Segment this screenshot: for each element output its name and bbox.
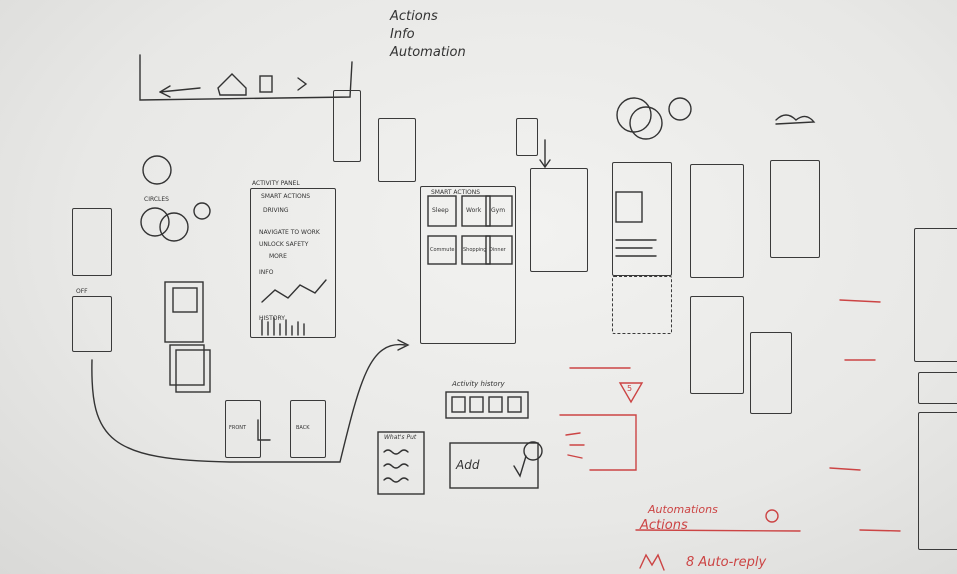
activity-panel-header: ACTIVITY PANEL xyxy=(252,180,300,187)
top-note-actions: Actions xyxy=(390,9,438,24)
red-note-autoreply: 8 Auto-reply xyxy=(686,555,767,570)
red-badge: 5 xyxy=(627,384,633,393)
activity-panel-sketch: SMART ACTIONS DRIVING NAVIGATE TO WORK U… xyxy=(250,188,336,338)
back-card-sketch: BACK xyxy=(290,400,326,458)
tile-work: Work xyxy=(466,207,482,214)
activity-panel-title: SMART ACTIONS xyxy=(261,193,311,200)
activity-history-label: HISTORY xyxy=(259,315,285,322)
tile-commute: Commute xyxy=(430,247,455,253)
list-label: What's Put xyxy=(384,434,417,441)
small-phone-sketch xyxy=(516,118,538,156)
top-note-automation: Automation xyxy=(390,45,466,60)
activity-item-driving: DRIVING xyxy=(263,207,289,214)
right-panel-sketch xyxy=(914,228,957,362)
activity-item-more: MORE xyxy=(269,253,287,260)
screen-sketch-5 xyxy=(750,332,792,414)
screen-sketch-2 xyxy=(690,164,744,278)
activity-info-label: INFO xyxy=(259,269,274,276)
tile-sleep: Sleep xyxy=(432,207,449,214)
watch-sketch-top xyxy=(72,208,112,276)
tile-shopping: Shopping xyxy=(463,247,487,253)
front-label: FRONT xyxy=(229,425,247,431)
smart-actions-title: SMART ACTIONS xyxy=(431,189,481,196)
activity-item-unlock: UNLOCK SAFETY xyxy=(259,241,309,248)
right-card-sketch xyxy=(918,372,957,404)
back-label: BACK xyxy=(296,425,310,431)
red-note-automations: Automations xyxy=(648,503,718,516)
tile-gym: Gym xyxy=(491,207,506,214)
tile-dinner: Dinner xyxy=(489,247,506,253)
off-label: OFF xyxy=(76,288,88,295)
screen-sketch-4 xyxy=(770,160,820,258)
activity-item-navigate: NAVIGATE TO WORK xyxy=(259,229,320,236)
screen-sketch-3 xyxy=(690,296,744,394)
top-notes: Actions Info Automation xyxy=(390,8,466,62)
screen-sketch-1-ext xyxy=(612,276,672,334)
circles-label: CIRCLES xyxy=(144,196,169,203)
red-note-actions: Actions xyxy=(640,518,688,533)
dialog-sketch xyxy=(530,168,588,272)
watch-sketch-bottom xyxy=(72,296,112,352)
screen-sketch-1 xyxy=(612,162,672,276)
right-list-sketch xyxy=(918,412,957,550)
front-card-sketch: FRONT xyxy=(225,400,261,458)
activity-history-text: Activity history xyxy=(452,380,505,388)
add-label: Add xyxy=(456,458,480,472)
top-note-info: Info xyxy=(390,27,415,42)
mini-phone-sketch xyxy=(378,118,416,182)
mini-strip-sketch xyxy=(333,90,361,162)
smart-actions-sketch: SMART ACTIONS Sleep Work Gym Commute Sho… xyxy=(420,186,516,344)
